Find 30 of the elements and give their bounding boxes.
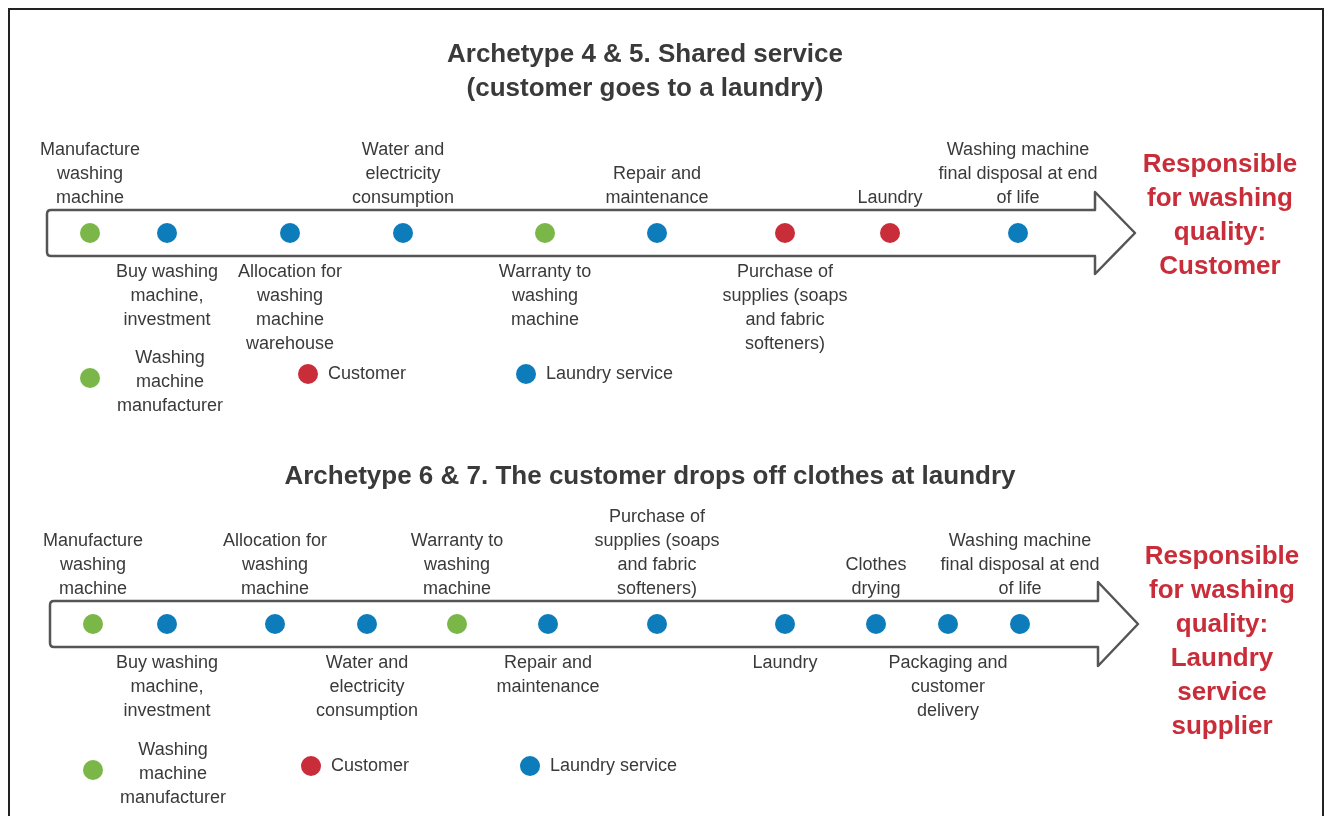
legend-label: Laundry service: [546, 362, 674, 385]
step-label: Washing machine final disposal at end of life: [937, 138, 1099, 209]
responsibility-note: Responsible for washing quality: Laundry service supplier: [1143, 539, 1301, 742]
step-label: Buy washing machine, investment: [114, 651, 220, 722]
step-label: Water and electricity consumption: [350, 138, 456, 209]
step-label: Manufacture washing machine: [41, 529, 145, 600]
step-label: Repair and maintenance: [495, 651, 601, 698]
step-label: Warranty to washing machine: [497, 260, 593, 331]
step-label: Buy washing machine, investment: [114, 260, 220, 331]
section-heading: Archetype 4 & 5. Shared service (customer goes to a laundry): [446, 37, 844, 104]
step-label: Washing machine final disposal at end of life: [939, 529, 1101, 600]
step-label: Water and electricity consumption: [314, 651, 420, 722]
step-label: Repair and maintenance: [604, 162, 710, 209]
legend-label: Washing machine manufacturer: [118, 738, 228, 809]
step-label: Purchase of supplies (soaps and fabric softeners): [593, 505, 721, 600]
legend-label: Customer: [331, 754, 410, 777]
step-label: Clothes drying: [844, 553, 908, 600]
step-label: Warranty to washing machine: [409, 529, 505, 600]
legend-label: Laundry service: [550, 754, 678, 777]
section-heading: Archetype 6 & 7. The customer drops off clothes at laundry: [283, 459, 1017, 492]
legend-label: Customer: [328, 362, 407, 385]
step-label: Packaging and customer delivery: [887, 651, 1009, 722]
legend-label: Washing machine manufacturer: [115, 346, 225, 417]
step-label: Allocation for washing machine: [221, 529, 329, 600]
step-label: Purchase of supplies (soaps and fabric softeners): [721, 260, 849, 355]
responsibility-note: Responsible for washing quality: Customer: [1141, 147, 1299, 282]
step-label: Manufacture washing machine: [38, 138, 142, 209]
step-label: Allocation for washing machine warehouse: [237, 260, 343, 355]
step-label: Laundry: [856, 186, 924, 209]
step-label: Laundry: [751, 651, 819, 674]
